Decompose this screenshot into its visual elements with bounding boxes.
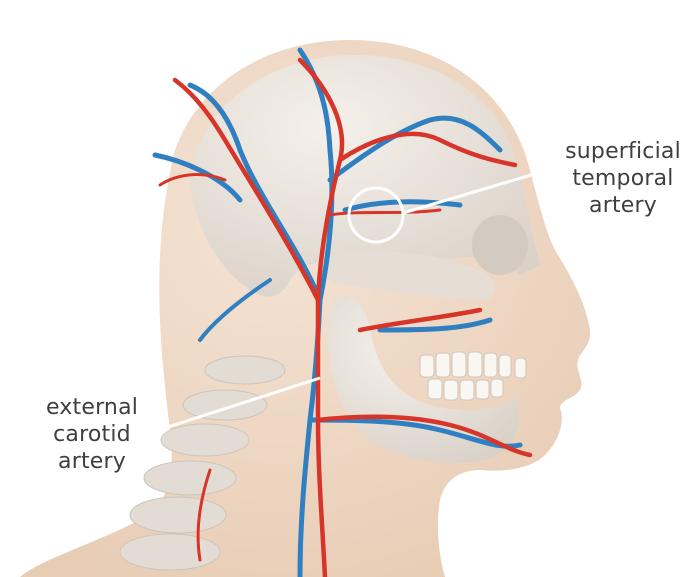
label-carotid-line1: external	[45, 395, 139, 420]
carotid-callout-line	[164, 376, 321, 430]
zygomatic-arch	[321, 250, 495, 300]
label-superficial-temporal-artery: superficial temporal artery	[548, 138, 698, 219]
arteries	[158, 57, 533, 577]
label-carotid-line2: carotid	[53, 422, 131, 447]
temporal-callout-line	[402, 168, 549, 215]
label-external-carotid-artery: external carotid artery	[22, 394, 162, 475]
label-temporal-line3: artery	[589, 193, 657, 218]
label-temporal-line1: superficial	[565, 139, 681, 164]
teeth	[419, 351, 527, 401]
label-temporal-line2: temporal	[572, 166, 674, 191]
circle-highlight-marker	[347, 186, 405, 244]
label-carotid-line3: artery	[58, 449, 126, 474]
skull-cranium	[190, 55, 540, 297]
eye-orbit	[472, 215, 528, 275]
